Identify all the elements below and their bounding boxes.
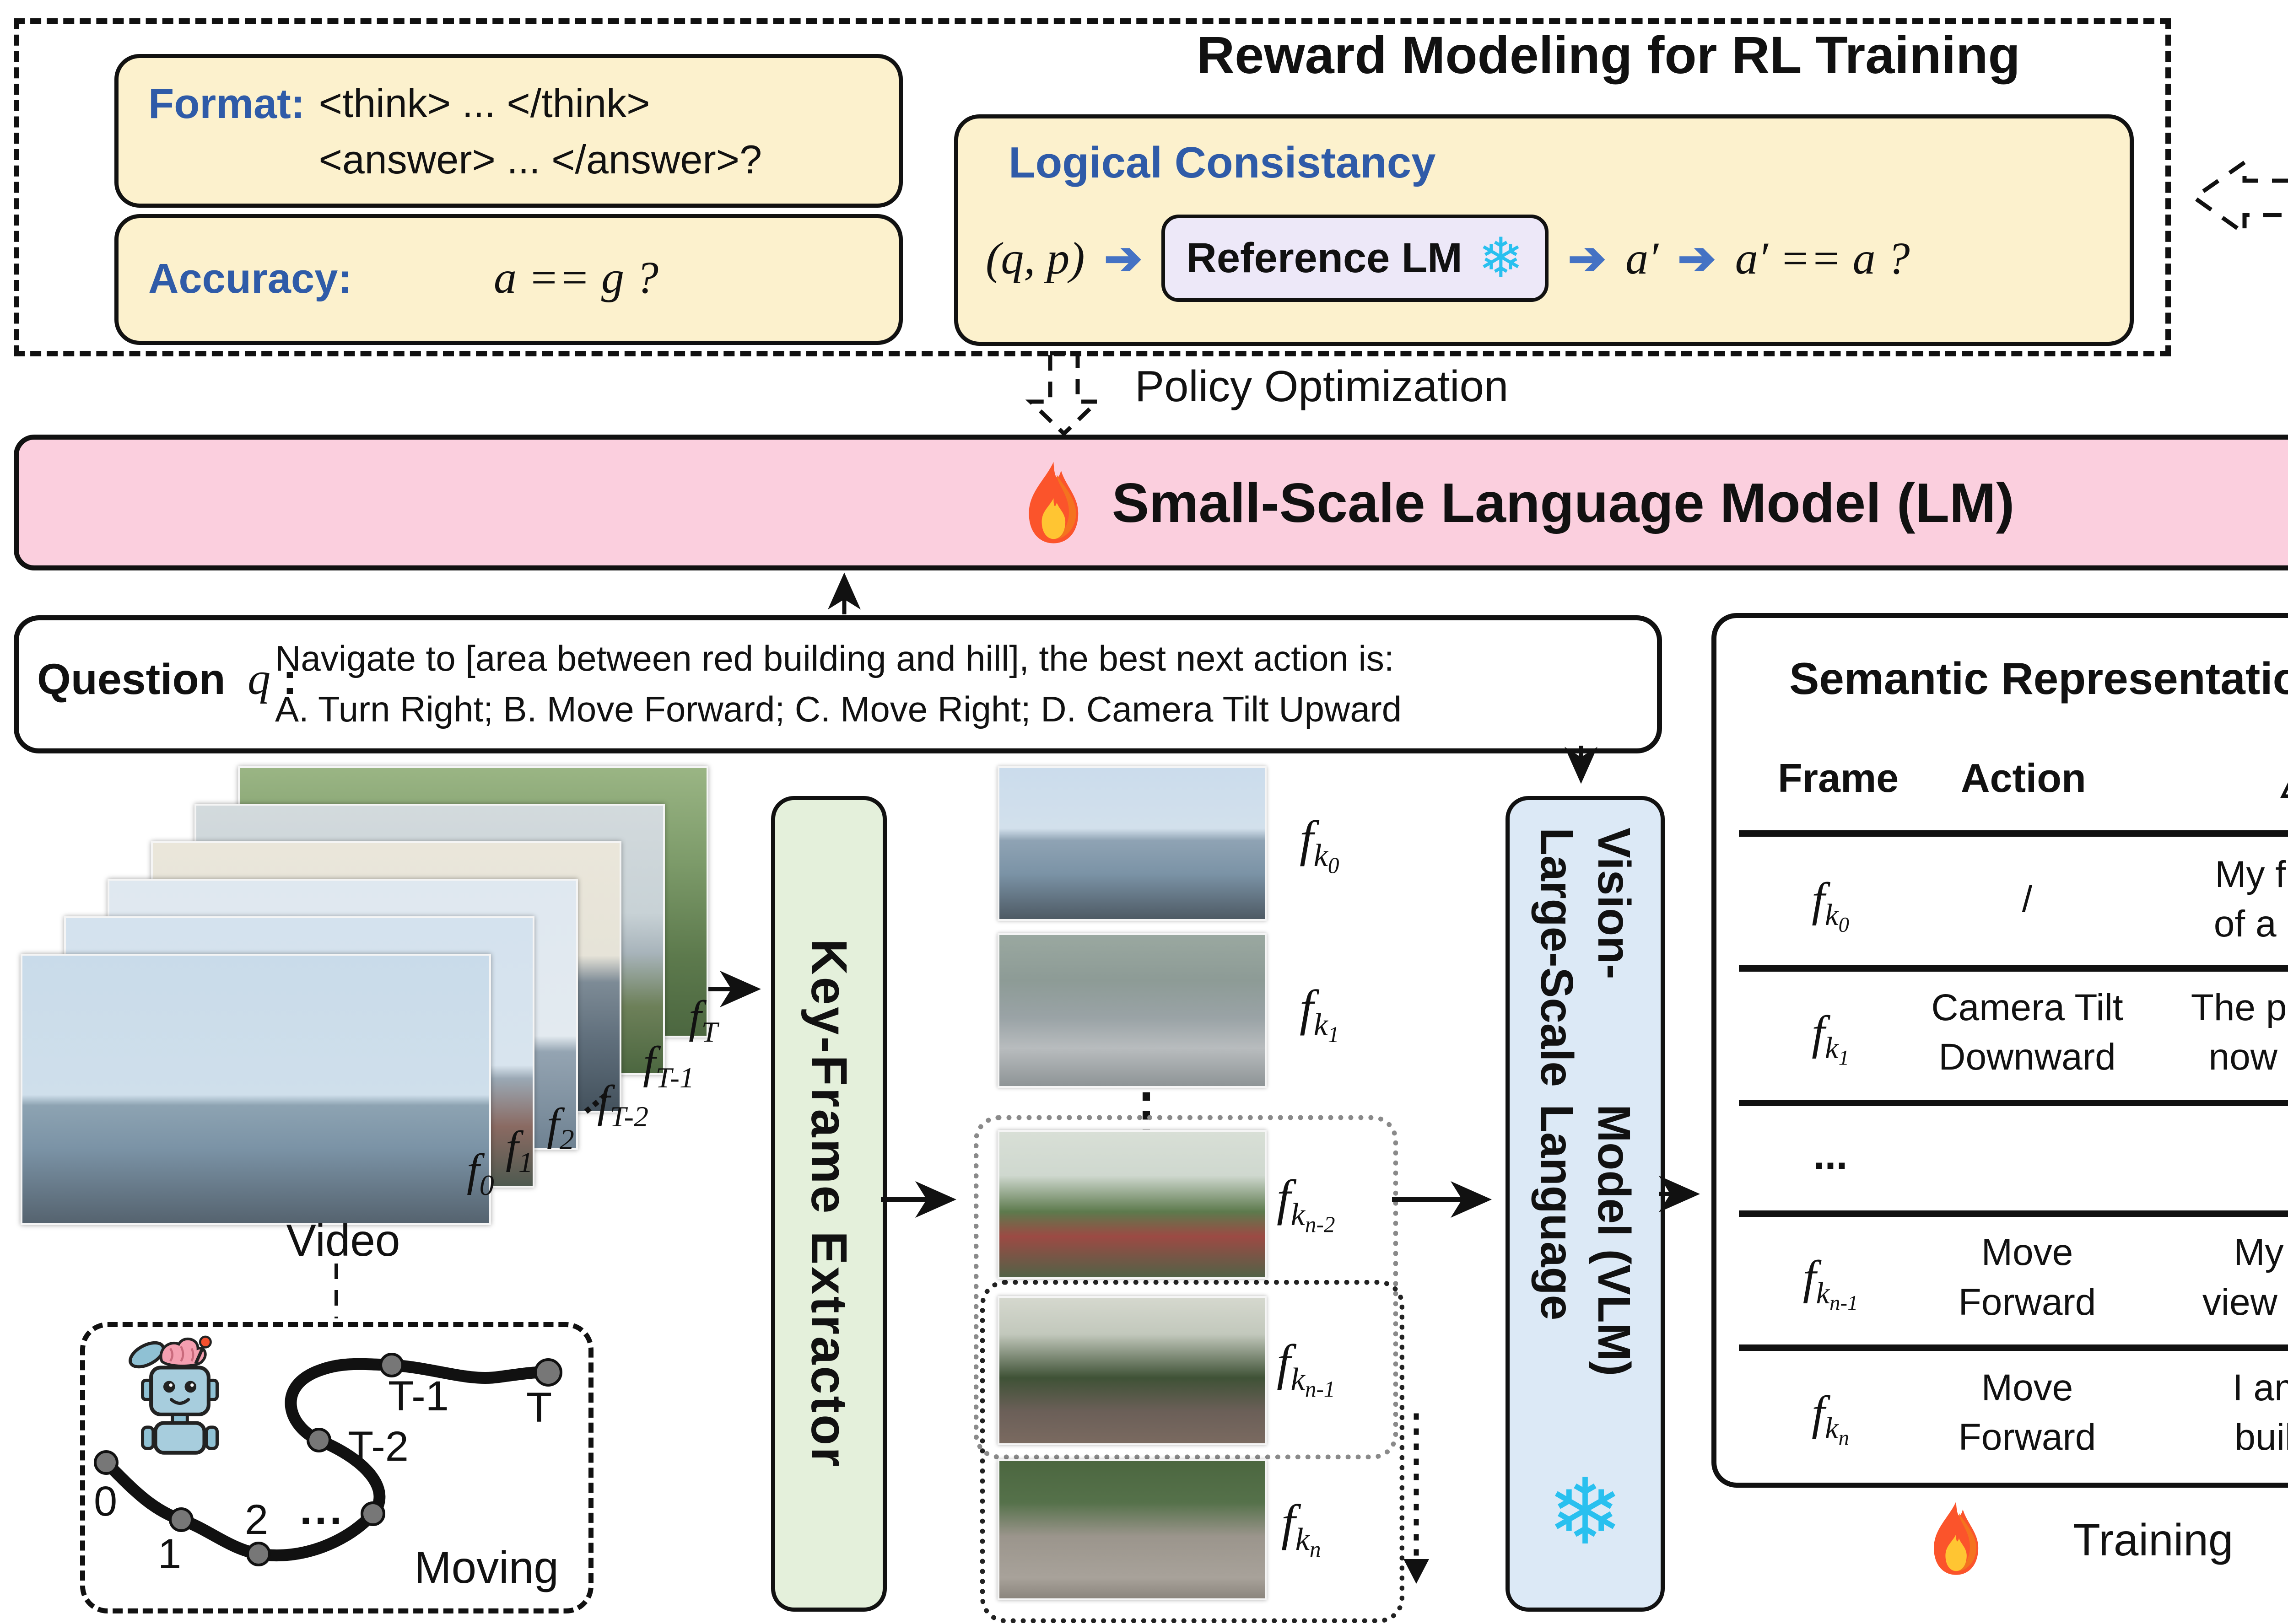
- keyframe-extractor-label: Key-Frame Extractor: [801, 939, 857, 1469]
- trajectory-point-label: T-1: [388, 1373, 449, 1420]
- col-header-action: Action: [1961, 755, 2086, 801]
- moving-caption: Moving: [414, 1542, 559, 1592]
- logical-input: (q, p): [986, 233, 1085, 284]
- col-header-info: △ Information: [2281, 755, 2288, 802]
- reference-lm-box: Reference LM ❄: [1161, 215, 1549, 302]
- keyframe-image: [998, 1459, 1267, 1600]
- reference-lm-label: Reference LM: [1186, 235, 1462, 281]
- video-frame-photo: [21, 954, 491, 1225]
- format-label: Format:: [148, 81, 305, 127]
- trajectory-point-label: 1: [158, 1531, 182, 1577]
- semantic-representation-box: [1711, 613, 2288, 1488]
- trajectory-point-label: 0: [94, 1478, 118, 1525]
- keyframe-image: [998, 1130, 1267, 1279]
- small-lm-bar: Small-Scale Language Model (LM): [14, 435, 2288, 570]
- table-rule: [1739, 1100, 2288, 1106]
- robot-icon: [129, 1335, 219, 1455]
- video-frame-label: fT: [689, 991, 718, 1048]
- policy-optimization-label: Policy Optimization: [1135, 362, 1509, 411]
- vlm-label-line1: Large-Scale Vision-: [1531, 828, 1640, 1087]
- keyframe-label: fkn-2: [1277, 1170, 1335, 1237]
- vlm-box: Large-Scale Vision-Language Model (VLM) …: [1506, 796, 1665, 1612]
- accuracy-label: Accuracy:: [148, 255, 352, 302]
- small-lm-label: Small-Scale Language Model (LM): [1112, 471, 2015, 534]
- table-rule: [1739, 965, 2288, 972]
- table-rule: [1739, 1344, 2288, 1351]
- video-frame-label: f1: [506, 1122, 533, 1178]
- logical-consistency-box: Logical Consistancy (q, p) ➔ Reference L…: [954, 114, 2134, 346]
- video-frame-label: fT-1: [643, 1037, 694, 1094]
- accuracy-reward-box: Accuracy: a == g ?: [114, 214, 903, 345]
- question-box: Question q : Navigate to [area between r…: [14, 615, 1662, 753]
- question-line1: Navigate to [area between red building a…: [275, 638, 1394, 678]
- semantic-title: Semantic Representation s :: [1789, 653, 2288, 704]
- arrow-right-icon: ➔: [1568, 233, 1607, 284]
- legend-training-label: Training: [2073, 1515, 2234, 1565]
- logical-consistency-label: Logical Consistancy: [1009, 138, 1436, 187]
- keyframe-label: fk1: [1300, 980, 1339, 1048]
- trajectory-point-label: T: [526, 1384, 552, 1431]
- fire-icon: [1029, 462, 1078, 543]
- question-line2: A. Turn Right; B. Move Forward; C. Move …: [275, 688, 1402, 729]
- video-frame-label: fT-2: [597, 1076, 648, 1133]
- question-label: Question: [37, 655, 226, 704]
- keyframe-image: [998, 933, 1267, 1088]
- question-var: q: [248, 653, 271, 704]
- keyframe-image: [998, 1296, 1267, 1445]
- keyframe-image: [998, 766, 1267, 921]
- keyframe-label: fkn-1: [1277, 1334, 1335, 1402]
- arrow-right-icon: ➔: [1104, 233, 1143, 284]
- keyframe-label: fk0: [1300, 811, 1339, 878]
- format-reward-box: Format: <think> ... </think> <answer> ..…: [114, 54, 903, 208]
- reward-modeling-title: Reward Modeling for RL Training: [1197, 26, 2020, 85]
- accuracy-math: a == g ?: [494, 252, 658, 303]
- video-frame-label: f0: [467, 1145, 494, 1201]
- fire-icon: [1934, 1501, 1979, 1575]
- keyframe-extractor-box: Key-Frame Extractor: [771, 796, 887, 1612]
- video-caption: Video: [286, 1215, 400, 1265]
- logical-check: a′ == a ?: [1735, 233, 1910, 284]
- format-line1: <think> ... </think>: [318, 81, 650, 126]
- vlm-label-line2: Language Model (VLM): [1531, 1104, 1640, 1377]
- moving-box: [80, 1322, 594, 1613]
- table-rule: [1739, 830, 2288, 837]
- snowflake-icon: ❄: [1547, 1459, 1624, 1565]
- snowflake-icon: ❄: [1478, 226, 1524, 290]
- trajectory-point-label: 2: [245, 1496, 269, 1543]
- table-rule: [1739, 1210, 2288, 1217]
- arrow-right-icon: ➔: [1677, 233, 1716, 284]
- format-line2: <answer> ... </answer>?: [318, 137, 762, 182]
- keyframe-label: fkn: [1281, 1495, 1321, 1562]
- logical-a-prime: a′: [1625, 233, 1658, 284]
- trajectory-point-label: T-2: [348, 1423, 409, 1470]
- col-header-frame: Frame: [1778, 755, 1899, 801]
- keyframe-window-b: [980, 1280, 1404, 1623]
- video-frame-label: f2: [547, 1099, 574, 1156]
- trajectory-ellipsis: ...: [300, 1485, 345, 1534]
